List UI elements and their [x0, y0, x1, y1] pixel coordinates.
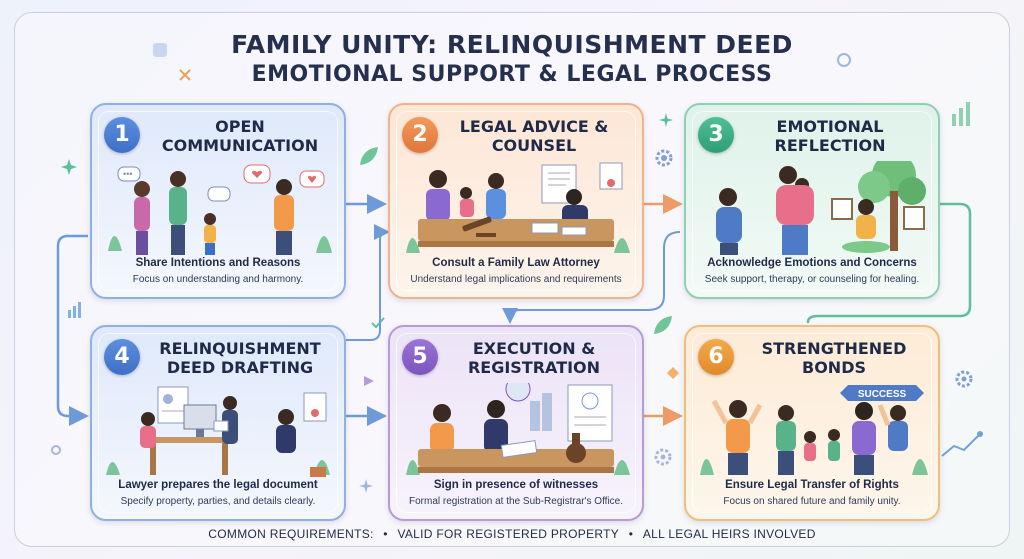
cross-icon — [179, 69, 191, 81]
step-description: Consult a Family Law Attorney — [432, 257, 600, 269]
step-card-6: 6 STRENGTHENED BONDS SUCCESS Ensure Lega… — [684, 325, 940, 521]
step-title: OPEN COMMUNICATION — [161, 117, 319, 155]
leaf-icon — [360, 147, 378, 165]
step-subtext: Formal registration at the Sub-Registrar… — [408, 496, 624, 507]
chart-icon — [952, 102, 970, 126]
arrow-3-to-6 — [806, 202, 972, 324]
bullet: • — [383, 527, 388, 541]
sparkle-icon-3 — [359, 479, 373, 493]
step-description: Acknowledge Emotions and Concerns — [707, 257, 917, 269]
gear-icon-2 — [955, 370, 973, 388]
step-description: Sign in presence of witnesses — [433, 479, 599, 491]
success-banner: SUCCESS — [858, 389, 907, 400]
step-number: 1 — [104, 117, 140, 153]
step-number: 6 — [698, 339, 734, 375]
step-subtext: Focus on shared future and family unity. — [723, 496, 901, 507]
circle-icon — [837, 53, 851, 67]
step-card-5: 5 EXECUTION & REGISTRATION Sign in prese… — [388, 325, 644, 521]
step-subtext: Understand legal implications and requir… — [410, 274, 622, 285]
step-title: LEGAL ADVICE & COUNSEL — [459, 117, 609, 155]
arrow-1-to-4 — [56, 234, 89, 426]
step-number: 3 — [698, 117, 734, 153]
family-talking-illustration: ••• — [108, 164, 332, 255]
step-description: Share Intentions and Reasons — [135, 257, 301, 269]
diamond-icon — [667, 367, 679, 379]
svg-text:•••: ••• — [123, 169, 132, 179]
step-title: EMOTIONAL REFLECTION — [774, 117, 886, 155]
step-card-3: 3 EMOTIONAL REFLECTION Acknowledge Emoti… — [684, 103, 940, 299]
sparkle-icon — [153, 43, 167, 57]
step-description: Lawyer prepares the legal document — [118, 479, 318, 491]
step-subtext: Seek support, therapy, or counseling for… — [704, 274, 920, 285]
attorney-meeting-illustration — [406, 162, 630, 253]
step-card-4: 4 RELINQUISHMENT DEED DRAFTING Lawyer pr… — [90, 325, 346, 521]
main-subtitle: EMOTIONAL SUPPORT & LEGAL PROCESS — [251, 62, 773, 87]
line-chart-icon — [941, 431, 983, 457]
step-subtext: Focus on understanding and harmony. — [132, 274, 304, 285]
reflection-illustration — [716, 161, 926, 255]
step-subtext: Specify property, parties, and details c… — [120, 496, 316, 507]
common-requirements: COMMON REQUIREMENTS: • VALID FOR REGISTE… — [0, 527, 1024, 541]
gear-icon-3 — [654, 448, 672, 466]
step-number: 5 — [402, 339, 438, 375]
requirement-item: VALID FOR REGISTERED PROPERTY — [397, 527, 620, 541]
play-icon — [364, 376, 374, 386]
arrow-2-to-5 — [502, 231, 681, 324]
signing-illustration — [406, 383, 630, 475]
checkmark-icon — [371, 317, 385, 329]
step-title: EXECUTION & REGISTRATION — [467, 339, 601, 377]
celebration-illustration: SUCCESS — [700, 385, 928, 475]
bullet: • — [628, 527, 634, 541]
step-title: RELINQUISHMENT DEED DRAFTING — [159, 339, 321, 377]
step-title: STRENGTHENED BONDS — [761, 339, 907, 377]
sparkle-icon-2 — [659, 113, 673, 127]
requirement-item: ALL LEGAL HEIRS INVOLVED — [642, 527, 816, 541]
requirements-label: COMMON REQUIREMENTS: — [208, 527, 374, 541]
bar-chart-icon — [68, 302, 81, 318]
step-number: 4 — [104, 339, 140, 375]
step-card-1: 1 OPEN COMMUNICATION ••• Share Intention… — [90, 103, 346, 299]
step-description: Ensure Legal Transfer of Rights — [725, 479, 899, 491]
gear-icon — [655, 149, 673, 167]
step-number: 2 — [402, 117, 438, 153]
step-card-2: 2 LEGAL ADVICE & COUNSEL Consult a Famil… — [388, 103, 644, 299]
arrow-4-to-2 — [346, 224, 390, 341]
star-icon — [61, 159, 77, 175]
leaf-icon-2 — [654, 316, 672, 334]
main-title: FAMILY UNITY: RELINQUISHMENT DEED — [231, 30, 793, 59]
dot-icon — [51, 445, 61, 455]
drafting-illustration — [106, 386, 330, 477]
